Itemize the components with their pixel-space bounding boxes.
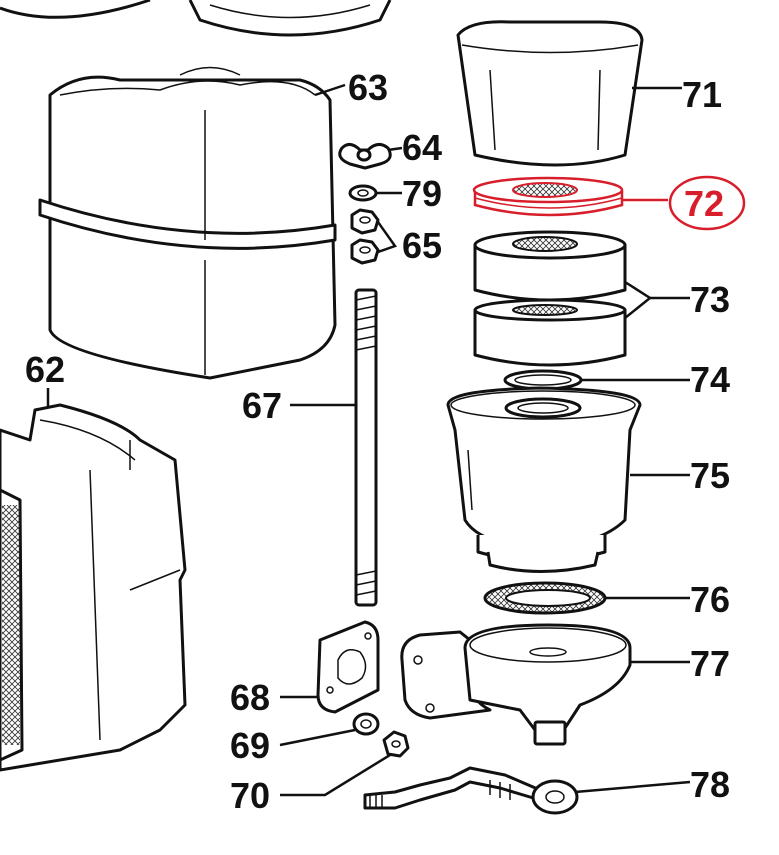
part-63-tank xyxy=(38,66,337,380)
label-71: 71 xyxy=(682,74,722,115)
part-75-bowl xyxy=(446,386,642,573)
part-72-filter-ring xyxy=(472,176,624,217)
part-65-nuts xyxy=(350,208,380,265)
label-69: 69 xyxy=(230,725,270,766)
part-68-gasket xyxy=(316,620,380,714)
label-67: 67 xyxy=(242,385,282,426)
label-77: 77 xyxy=(690,643,730,684)
label-76: 76 xyxy=(690,579,730,620)
highlight-circle-72 xyxy=(668,175,746,231)
part-70-nut xyxy=(382,730,410,758)
leader-63 xyxy=(314,83,346,97)
part-74-o-ring xyxy=(503,369,583,391)
leader-69 xyxy=(279,728,356,747)
label-68: 68 xyxy=(230,677,270,718)
part-71-cover xyxy=(456,20,644,167)
label-63: 63 xyxy=(348,67,388,108)
label-73: 73 xyxy=(690,279,730,320)
part-73-filter-elements xyxy=(473,230,627,367)
part-79-washer xyxy=(348,184,378,202)
label-72: 72 xyxy=(684,183,724,224)
leader-70 xyxy=(280,753,391,797)
label-64: 64 xyxy=(402,127,442,168)
part-77-base xyxy=(400,623,632,746)
part-64-wing-nut xyxy=(338,143,392,170)
leader-78 xyxy=(574,780,691,794)
part-67-threaded-rod xyxy=(354,288,378,607)
label-70: 70 xyxy=(230,775,270,816)
label-65: 65 xyxy=(402,225,442,266)
leader-64 xyxy=(387,146,403,152)
top-partial-parts xyxy=(0,0,392,37)
label-79: 79 xyxy=(402,173,442,214)
leader-65 xyxy=(376,221,397,254)
part-78-hose-fitting xyxy=(363,766,579,815)
part-62-housing xyxy=(0,403,187,772)
label-75: 75 xyxy=(690,455,730,496)
part-69-washer xyxy=(352,712,380,736)
part-76-gasket xyxy=(483,581,607,615)
label-62: 62 xyxy=(25,349,65,390)
leader-73a xyxy=(624,280,653,319)
label-78: 78 xyxy=(690,764,730,805)
label-74: 74 xyxy=(690,359,730,400)
